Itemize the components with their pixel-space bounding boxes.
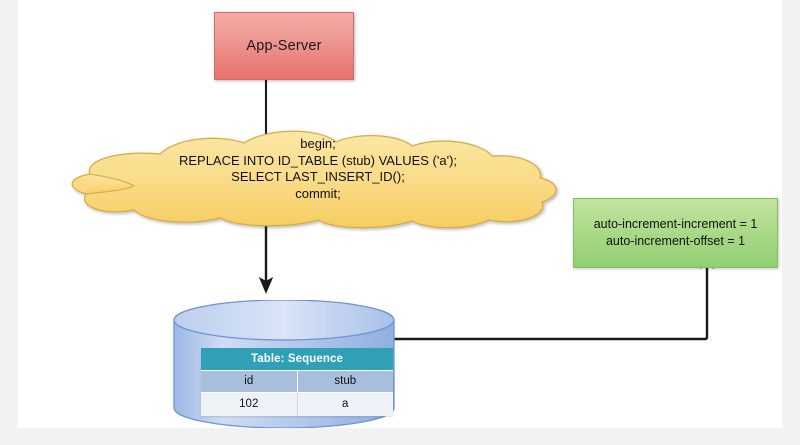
sql-cloud-node[interactable] xyxy=(68,126,568,232)
sql-cloud-text: begin; REPLACE INTO ID_TABLE (stub) VALU… xyxy=(128,136,508,202)
sql-line-begin: begin; xyxy=(300,136,336,151)
column-header-id: id xyxy=(201,371,297,392)
app-server-node[interactable]: App-Server xyxy=(214,12,354,80)
sql-line-replace: REPLACE INTO ID_TABLE (stub) VALUES ('a'… xyxy=(178,152,458,168)
sequence-table-header-row: id stub xyxy=(201,370,393,392)
auto-increment-offset-label: auto-increment-offset = 1 xyxy=(605,234,746,248)
diagram-sheet: App-Server begin; xyxy=(18,0,782,429)
cell-id-value: 102 xyxy=(201,393,297,416)
cloud-shape-icon xyxy=(71,130,557,229)
sql-line-select: SELECT LAST_INSERT_ID(); xyxy=(231,169,405,184)
sequence-table-title: Table: Sequence xyxy=(201,348,393,370)
connector-table-to-settings xyxy=(375,252,715,341)
sequence-table[interactable]: Table: Sequence id stub 102 a xyxy=(201,348,393,416)
app-server-label: App-Server xyxy=(246,38,322,54)
autoincrement-settings-node[interactable]: auto-increment-increment = 1 auto-increm… xyxy=(573,198,778,268)
table-row: 102 a xyxy=(201,392,393,416)
sql-line-commit: commit; xyxy=(295,185,341,201)
column-header-stub: stub xyxy=(296,371,393,392)
auto-increment-increment-label: auto-increment-increment = 1 xyxy=(593,217,758,231)
cell-stub-value: a xyxy=(296,393,393,416)
